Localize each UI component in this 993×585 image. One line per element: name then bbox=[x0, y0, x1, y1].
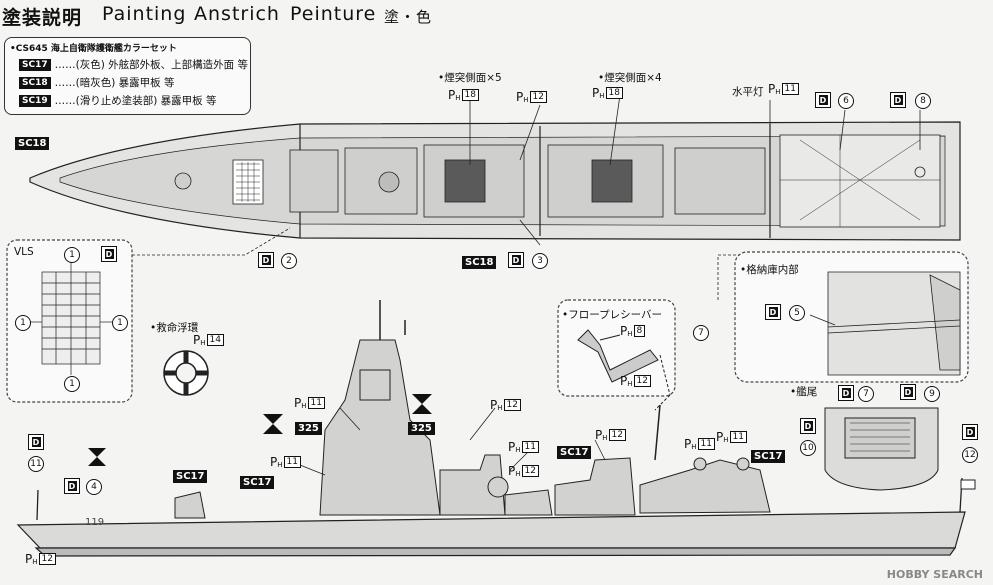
callout-5: 5 bbox=[789, 305, 805, 321]
decal-icon: D bbox=[508, 252, 524, 268]
hangar-drawing bbox=[809, 271, 961, 376]
flow-receiver-label: •フロープレシーバー bbox=[562, 309, 662, 321]
color-desc: ……(滑り止め塗装部) 暴露甲板 等 bbox=[54, 95, 217, 107]
decal-icon: D bbox=[838, 385, 854, 401]
color-set-title: •CS645 海上自衛隊護衛艦カラーセット bbox=[10, 44, 177, 54]
funnel-side-5-label: •煙突側面×5 bbox=[438, 72, 502, 84]
hull-number: 119 bbox=[85, 517, 105, 528]
sc17-label: SC17 bbox=[751, 450, 786, 463]
sc18-label-mid: SC18 bbox=[462, 256, 497, 269]
callout-6: 6 bbox=[838, 93, 854, 109]
title-peinture: Peinture bbox=[290, 3, 377, 25]
color-desc: ……(灰色) 外舷部外板、上部構造外面 等 bbox=[54, 59, 248, 71]
decal-icon: D bbox=[28, 434, 44, 450]
code-325: 325 bbox=[408, 422, 435, 435]
decal-icon: D bbox=[890, 92, 906, 108]
color-set-row: SC18 ……(暗灰色) 暴露甲板 等 bbox=[19, 76, 175, 89]
sc17-label: SC17 bbox=[557, 446, 592, 459]
top-view-details bbox=[174, 134, 941, 228]
callout-1: 1 bbox=[64, 376, 80, 392]
color-set-row: SC17 ……(灰色) 外舷部外板、上部構造外面 等 bbox=[19, 58, 248, 71]
life-buoy-label: •救命浮環 bbox=[150, 322, 199, 334]
callout-2: 2 bbox=[281, 253, 297, 269]
color-code: SC17 bbox=[19, 58, 51, 71]
side-view-superstructure bbox=[36, 300, 976, 521]
vls-label: VLS bbox=[14, 246, 34, 258]
decal-icon: D bbox=[962, 424, 978, 440]
callout-1: 1 bbox=[15, 315, 31, 331]
sc17-label: SC17 bbox=[173, 470, 208, 483]
callout-9: 9 bbox=[924, 386, 940, 402]
title-jp: 塗装説明 bbox=[2, 7, 83, 29]
decal-icon: D bbox=[258, 252, 274, 268]
flow-receiver-box bbox=[557, 299, 676, 397]
side-pointer-lines bbox=[299, 407, 606, 476]
funnel-side-4-label: •煙突側面×4 bbox=[598, 72, 662, 84]
callout-7: 7 bbox=[858, 386, 874, 402]
callout-7: 7 bbox=[693, 325, 709, 341]
life-buoy-drawing bbox=[163, 350, 209, 396]
callout-1: 1 bbox=[64, 247, 80, 263]
color-desc: ……(暗灰色) 暴露甲板 等 bbox=[54, 77, 175, 89]
title-paint-color: 塗・色 bbox=[384, 8, 433, 26]
decal-icon: D bbox=[64, 478, 80, 494]
decal-icon: D bbox=[765, 304, 781, 320]
callout-4: 4 bbox=[86, 479, 102, 495]
color-code: SC18 bbox=[19, 76, 51, 89]
pointer-lines bbox=[469, 94, 921, 246]
stern-view bbox=[824, 407, 939, 491]
callout-1: 1 bbox=[112, 315, 128, 331]
title-painting: Painting bbox=[102, 3, 187, 25]
sc17-label: SC17 bbox=[240, 476, 275, 489]
horizontal-light-label: 水平灯 bbox=[732, 86, 764, 98]
decal-icon: D bbox=[101, 246, 117, 262]
color-code: SC19 bbox=[19, 94, 51, 107]
side-view-hull bbox=[16, 511, 966, 557]
color-set-box: •CS645 海上自衛隊護衛艦カラーセット SC17 ……(灰色) 外舷部外板、… bbox=[4, 37, 251, 115]
callout-3: 3 bbox=[532, 253, 548, 269]
decal-icon: D bbox=[815, 92, 831, 108]
callout-12: 12 bbox=[962, 447, 978, 463]
title-anstrich: Anstrich bbox=[194, 3, 280, 25]
header: 塗装説明 Painting Anstrich Peinture 塗・色 bbox=[0, 0, 993, 30]
watermark: HOBBY SEARCH bbox=[886, 568, 983, 581]
callout-10: 10 bbox=[800, 440, 816, 456]
callout-8: 8 bbox=[915, 93, 931, 109]
callout-11: 11 bbox=[28, 456, 44, 472]
vls-grid bbox=[30, 262, 112, 375]
code-325: 325 bbox=[295, 422, 322, 435]
hangar-inside-label: •格納庫内部 bbox=[740, 264, 799, 276]
decal-icon: D bbox=[900, 384, 916, 400]
stern-label: •艦尾 bbox=[790, 386, 818, 398]
decal-icon: D bbox=[800, 418, 816, 434]
sc18-label: SC18 bbox=[15, 137, 50, 150]
color-set-row: SC19 ……(滑り止め塗装部) 暴露甲板 等 bbox=[19, 94, 217, 107]
flow-receiver-drawing bbox=[577, 329, 671, 411]
